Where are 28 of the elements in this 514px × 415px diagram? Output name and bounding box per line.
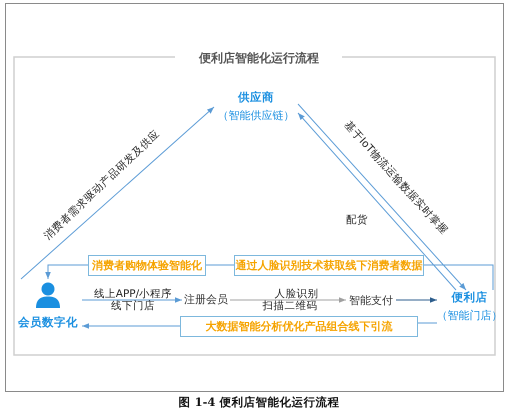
arrow xyxy=(82,323,180,329)
node-subtitle: （智能供应链） xyxy=(218,108,294,122)
edge-label: 配货 xyxy=(346,213,368,227)
arrow xyxy=(45,264,88,280)
node-title: 便利店 xyxy=(452,290,488,304)
tag-text: 通过人脸识别技术获取线下消费者数据 xyxy=(236,258,422,272)
arrow xyxy=(20,106,214,280)
node-subtitle: （智能门店） xyxy=(436,309,502,323)
tag-text: 大数据智能分析优化产品组合线下引流 xyxy=(206,320,392,334)
node-title: 供应商 xyxy=(238,90,274,104)
step-label: 智能支付 xyxy=(349,294,393,308)
arrow xyxy=(230,297,346,303)
label-box xyxy=(180,316,418,337)
edge-label: 人脸识别扫描二维码 xyxy=(262,288,320,312)
label-box xyxy=(234,255,424,276)
connector-line xyxy=(424,264,494,290)
edge-label: 线上APP/小程序线下门店 xyxy=(93,288,173,312)
connector-line xyxy=(418,322,438,324)
connector-line xyxy=(206,264,234,266)
label-box xyxy=(88,255,206,276)
caption: 图 1-4 便利店智能化运行流程 xyxy=(178,395,340,410)
title: 便利店智能化运行流程 xyxy=(198,50,320,67)
step-label: 注册会员 xyxy=(184,293,228,307)
node-title: 会员数字化 xyxy=(18,315,78,329)
arrow xyxy=(396,297,438,303)
tag-text: 消费者购物体验智能化 xyxy=(92,258,202,272)
edge-label: 消费者需求驱动产品研发及供应 xyxy=(41,127,163,243)
arrow xyxy=(82,297,182,303)
